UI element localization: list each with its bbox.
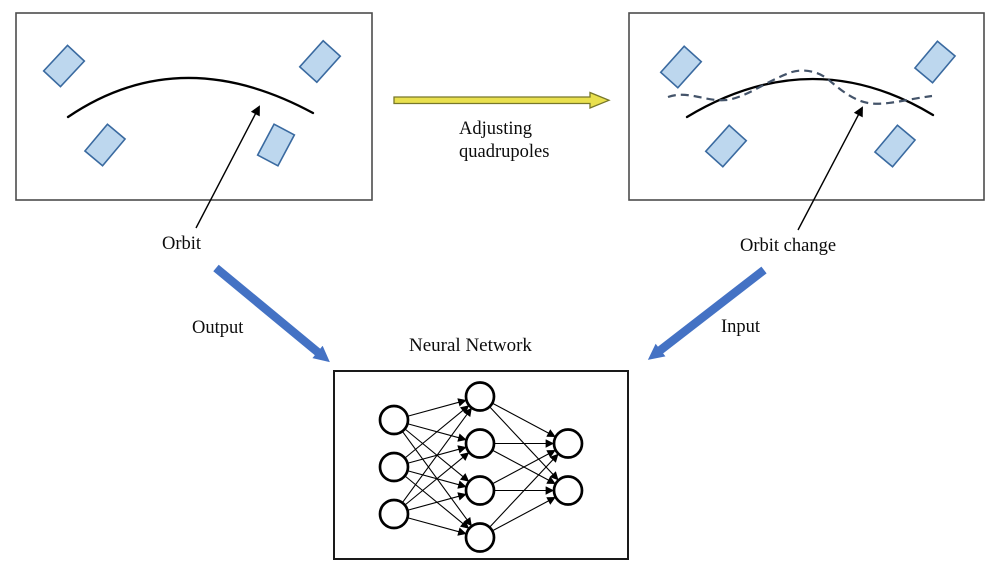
- orbit-curve: [66, 76, 315, 119]
- orbit-change-curve: [667, 69, 933, 105]
- input-arrow: [647, 266, 767, 360]
- nn-node: [464, 428, 496, 459]
- orbit-curve: [685, 77, 935, 119]
- neural-network-title: Neural Network: [409, 335, 532, 356]
- quadrupole-icon: [298, 39, 342, 84]
- quadrupole-icon: [256, 123, 296, 167]
- neural-network-box: [333, 370, 629, 560]
- quadrupole-icon: [704, 124, 748, 168]
- adjusting-quadrupoles-label: Adjusting quadrupoles: [459, 119, 550, 162]
- quadrupole-icon: [659, 45, 703, 89]
- panel-box-before: [15, 12, 373, 201]
- nn-node: [378, 404, 410, 436]
- quadrupoles-left-panel: [42, 39, 342, 167]
- orbit-label: Orbit: [162, 234, 202, 254]
- nn-node: [378, 498, 410, 530]
- orbit-change-pointer-arrow: [797, 106, 863, 231]
- nn-connection: [492, 403, 556, 438]
- panel-box-after: [628, 12, 985, 201]
- nn-node: [464, 522, 496, 553]
- nn-node: [378, 451, 410, 483]
- nn-connection: [408, 517, 467, 536]
- quadrupole-icon: [913, 40, 957, 84]
- adjusting-quadrupoles-arrow: [393, 91, 611, 109]
- nn-connection: [408, 492, 467, 511]
- quadrupole-icon: [873, 124, 917, 168]
- output-arrow: [213, 264, 330, 363]
- nn-node: [552, 428, 584, 459]
- quadrupole-icon: [83, 123, 127, 167]
- neural-network-diagram: [378, 381, 584, 553]
- orbit-pointer-arrow: [195, 105, 260, 229]
- nn-connection: [402, 407, 472, 503]
- quadrupoles-right-panel: [659, 40, 957, 168]
- input-label: Input: [721, 317, 761, 337]
- nn-connection: [405, 405, 470, 458]
- nn-connection: [492, 449, 556, 484]
- nn-node: [552, 475, 584, 506]
- nn-connection: [408, 398, 467, 417]
- output-label: Output: [192, 318, 244, 338]
- nn-connection: [489, 453, 559, 527]
- nn-connection: [405, 452, 470, 505]
- orbit-change-label: Orbit change: [740, 236, 837, 256]
- quadrupole-icon: [42, 44, 86, 88]
- nn-connection: [492, 496, 556, 531]
- nn-node: [464, 381, 496, 412]
- nn-node: [464, 475, 496, 506]
